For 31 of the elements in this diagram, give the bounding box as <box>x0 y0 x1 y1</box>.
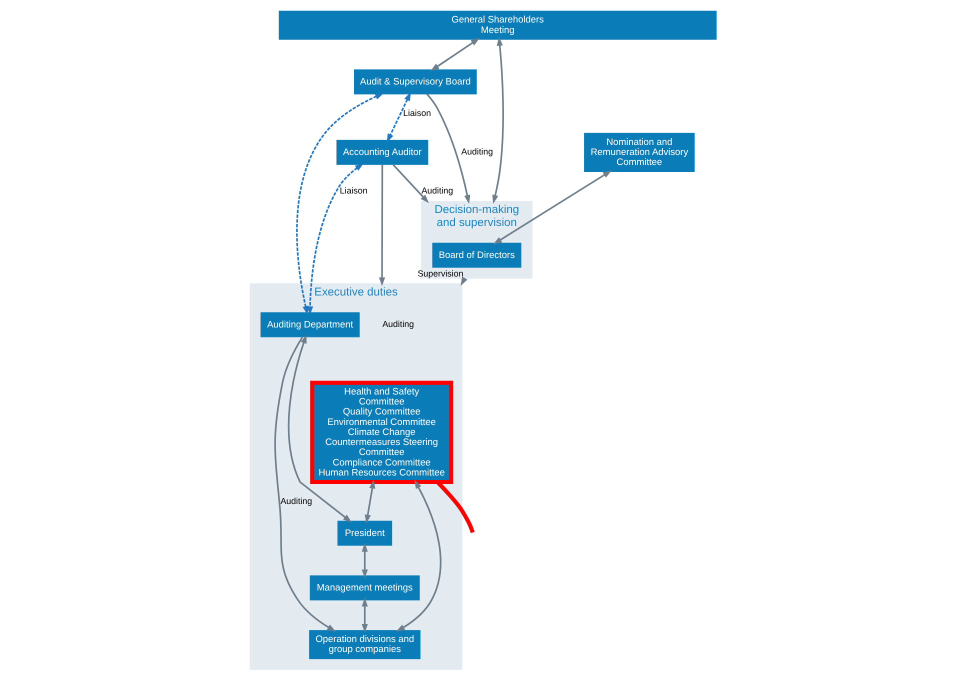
node-box: Accounting Auditor <box>336 140 428 165</box>
node-box: General Shareholders Meeting <box>278 10 717 40</box>
arrow <box>362 542 368 578</box>
arrow <box>396 480 442 632</box>
node-box: Audit & Supervisory Board <box>354 69 477 94</box>
arrow <box>274 336 336 632</box>
arrow <box>392 164 429 204</box>
node-box: Nomination and Remuneration Advisory Committee <box>584 132 695 172</box>
arrow <box>362 598 368 633</box>
arrow <box>364 480 376 524</box>
arrow <box>306 163 364 316</box>
arrow <box>492 36 504 204</box>
edge-label: Liaison <box>403 108 431 118</box>
edge-label: Auditing <box>382 319 414 330</box>
edge-label: Auditing <box>461 146 493 157</box>
edge-label: Auditing <box>421 185 454 196</box>
node-box: Board of Directors <box>432 242 522 268</box>
arrow <box>493 170 612 244</box>
arrow <box>430 38 480 72</box>
node-box: President <box>337 520 392 546</box>
node-box: Auditing Department <box>260 312 360 338</box>
node-box: Operation divisions and group companies <box>309 630 420 660</box>
arrow <box>426 94 470 204</box>
arrow <box>288 334 352 522</box>
edge-label: Liaison <box>340 185 368 196</box>
arrow <box>378 164 386 286</box>
arrow <box>386 92 411 142</box>
arrow <box>296 93 384 315</box>
edge-label: Auditing <box>280 496 312 506</box>
node-box: Management meetings <box>310 575 420 600</box>
node-box: Health and Safety Committee Quality Committee Environmental Committee Climate Change Countermeasures Steering Committee Compliance Committee Human Resources Committee <box>310 380 454 484</box>
